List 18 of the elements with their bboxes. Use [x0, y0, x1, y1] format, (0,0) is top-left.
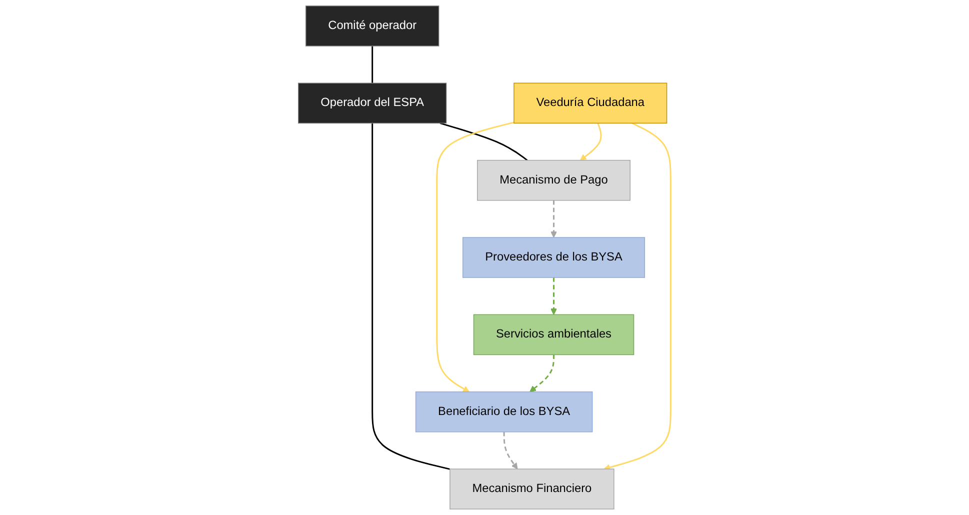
- node-box: Mecanismo de Pago: [477, 160, 630, 201]
- node-box: Proveedores de los BYSA: [462, 237, 646, 278]
- connector: [372, 123, 450, 470]
- node-box: Mecanismo Financiero: [450, 468, 614, 510]
- arrow: [530, 354, 554, 392]
- node-box: Operador del ESPA: [298, 82, 447, 124]
- arrow: [580, 122, 602, 161]
- arrow: [503, 432, 518, 470]
- arrow: [436, 122, 514, 392]
- node-box: Comité operador: [305, 6, 440, 46]
- arrow: [550, 278, 558, 315]
- arrow: [550, 200, 558, 238]
- connector: [440, 122, 528, 161]
- node-box: Veeduría Ciudadana: [514, 82, 668, 124]
- node-box: Beneficiario de los BYSA: [415, 391, 593, 432]
- arrow: [604, 122, 672, 471]
- node-box: Servicios ambientales: [473, 314, 634, 356]
- connector: [372, 46, 374, 84]
